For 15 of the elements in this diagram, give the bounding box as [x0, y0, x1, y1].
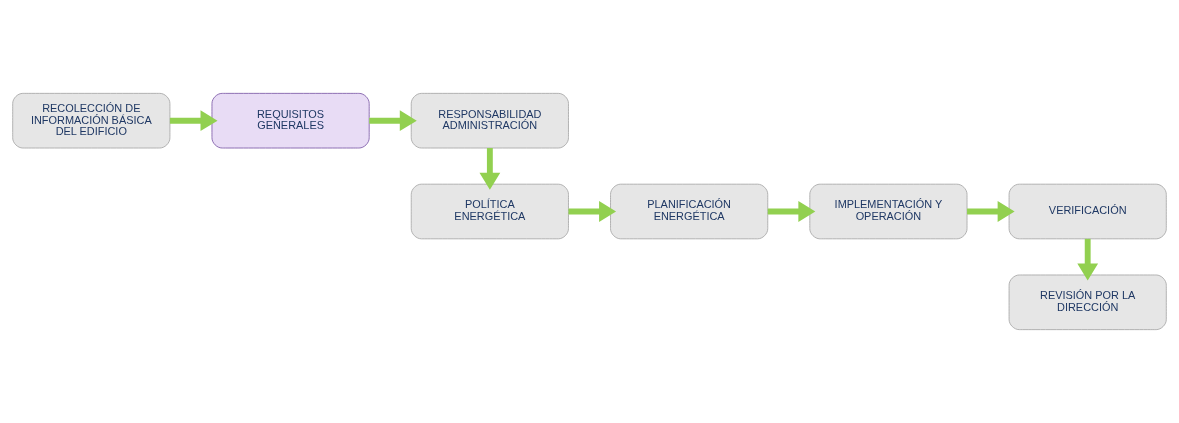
- node-box: RESPONSABILIDAD ADMINISTRACIÓN: [410, 92, 569, 149]
- node-box: RECOLECCIÓN DE INFORMACIÓN BÁSICA DEL EDIFICIO: [12, 92, 171, 149]
- node-box: IMPLEMENTACIÓN Y OPERACIÓN: [809, 183, 968, 240]
- arrow: [568, 201, 617, 222]
- arrow: [169, 110, 218, 132]
- arrow: [967, 201, 1015, 222]
- arrow: [1077, 238, 1099, 281]
- node-box: REVISIÓN POR LA DIRECCIÓN: [1008, 274, 1167, 331]
- arrow: [479, 148, 501, 190]
- node-box: PLANIFICACIÓN ENERGÉTICA: [610, 183, 769, 240]
- node-box: VERIFICACIÓN: [1008, 183, 1167, 240]
- arrow: [369, 110, 417, 132]
- node-box: REQUISITOS GENERALES: [211, 92, 370, 149]
- node-box: POLÍTICA ENERGÉTICA: [410, 183, 569, 240]
- arrow: [767, 201, 816, 222]
